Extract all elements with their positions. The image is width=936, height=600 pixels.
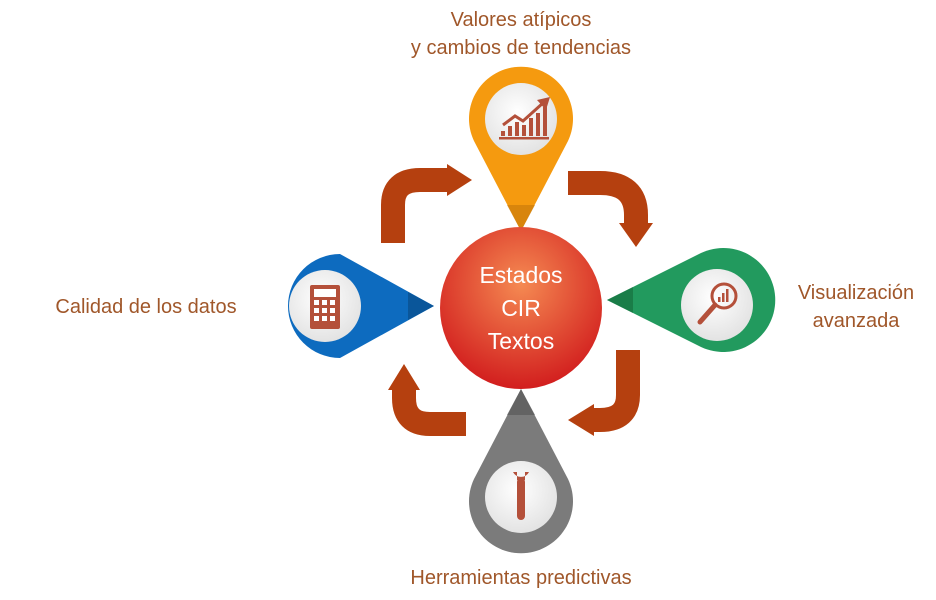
label-right-line-1: Visualización [798,282,914,304]
label-left: Calidad de los datos [55,296,236,318]
center-line-1: Estados [479,262,562,288]
node-left [288,254,434,358]
label-top-line-1: Valores atípicos [451,9,592,31]
center-line-3: Textos [488,328,554,354]
magnifier-chart-icon [697,282,738,325]
arrow-left-to-top [381,164,472,243]
node-right [607,247,776,352]
label-right-line-2: avanzada [813,310,901,332]
label-bottom: Herramientas predictivas [410,567,631,589]
calculator-icon [310,285,340,329]
arrow-bottom-to-left [388,364,466,436]
arrow-top-to-right [568,171,653,247]
label-top-line-2: y cambios de tendencias [411,37,631,59]
wrench-icon [513,472,529,520]
trend-chart-icon [499,97,550,140]
node-top [469,66,573,231]
arrow-right-to-bottom [568,350,640,436]
node-bottom [469,389,573,554]
center-node: Estados CIR Textos [440,227,602,389]
center-line-2: CIR [501,295,541,321]
